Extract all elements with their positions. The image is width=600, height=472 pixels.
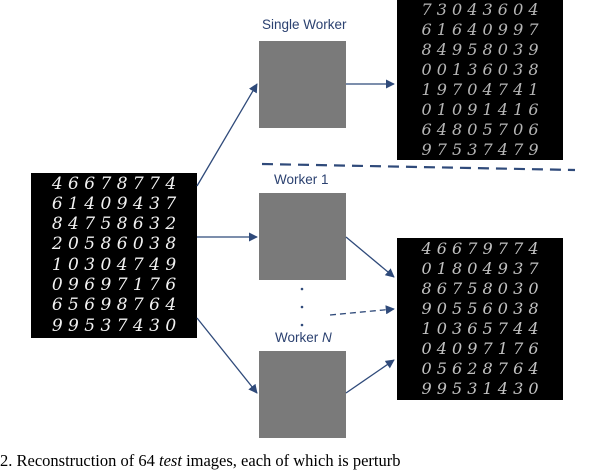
single-recon-row-5: 1 9 7 0 4 7 4 1 [421,80,539,99]
caption-prefix: 2. Reconstruction of 64 [0,451,160,470]
single-recon-row-1: 7 3 0 4 3 6 0 4 [421,0,539,19]
ellipsis-dot-3 [300,323,304,327]
single-recon-row-8: 9 7 5 3 7 4 7 9 [421,140,539,159]
arrow-worker-1-to-reconstruction [345,236,395,278]
ellipsis-dot-2 [300,305,304,309]
multi-recon-row-6: 0 4 0 9 7 1 7 6 [421,339,539,358]
worker-1-label: Worker 1 [274,172,329,187]
single-recon-row-3: 8 4 9 5 8 0 3 9 [421,40,539,59]
arrow-input-to-single-worker [196,83,258,187]
single-worker-gradient-noise [259,41,346,128]
input-grid-row-2: 6 1 4 0 9 4 3 7 [51,194,177,214]
worker-1-gradient-noise [259,193,346,280]
input-grid-row-1: 4 6 6 7 8 7 7 4 [51,174,177,194]
multi-recon-row-8: 9 9 5 3 1 4 3 0 [421,379,539,398]
worker-n-variable: N [322,330,332,345]
separator-dashed-line [261,162,576,172]
multi-recon-row-7: 0 5 6 2 8 7 6 4 [421,359,539,378]
multi-recon-row-2: 0 1 8 0 4 9 3 7 [421,259,539,278]
single-recon-row-7: 6 4 8 0 5 7 0 6 [421,120,539,139]
single-recon-row-4: 0 0 1 3 6 0 3 8 [421,60,539,79]
input-grid-row-6: 0 9 6 9 7 1 7 6 [51,275,177,295]
figure-caption: 2. Reconstruction of 64 test images, eac… [0,451,600,472]
arrow-ellipsis-to-reconstruction [329,305,395,316]
arrow-input-to-worker-n [196,317,258,394]
input-digit-grid: 4 6 6 7 8 7 7 4 6 1 4 0 9 4 3 7 8 4 7 5 … [31,173,197,338]
worker-n-label: Worker N [275,330,332,345]
single-worker-reconstruction-grid: 7 3 0 4 3 6 0 4 6 1 6 4 0 9 9 7 8 4 9 5 … [397,0,563,160]
ellipsis-dot-1 [300,287,304,291]
worker-n-prefix: Worker [275,330,323,345]
single-recon-row-2: 6 1 6 4 0 9 9 7 [421,20,539,39]
multi-recon-row-4: 9 0 5 5 6 0 3 8 [421,299,539,318]
worker-n-gradient-noise [259,351,346,438]
caption-italic: test [159,451,182,470]
arrow-worker-n-to-reconstruction [345,359,395,394]
multi-recon-row-3: 8 6 7 5 8 0 3 0 [421,279,539,298]
caption-suffix: images, each of which is perturb [181,451,401,470]
multi-recon-row-1: 4 6 6 7 9 7 7 4 [421,239,539,258]
input-grid-row-3: 8 4 7 5 8 6 3 2 [51,214,177,234]
input-grid-row-8: 9 9 5 3 7 4 3 0 [51,316,177,336]
multi-worker-reconstruction-grid: 4 6 6 7 9 7 7 4 0 1 8 0 4 9 3 7 8 6 7 5 … [397,238,563,400]
multi-recon-row-5: 1 0 3 6 5 7 4 4 [421,319,539,338]
single-worker-label: Single Worker [262,17,347,32]
single-recon-row-6: 0 1 0 9 1 4 1 6 [421,100,539,119]
input-grid-row-7: 6 5 6 9 8 7 6 4 [51,295,177,315]
input-grid-row-5: 1 0 3 0 4 7 4 9 [51,255,177,275]
input-grid-row-4: 2 0 5 8 6 0 3 8 [51,234,177,254]
